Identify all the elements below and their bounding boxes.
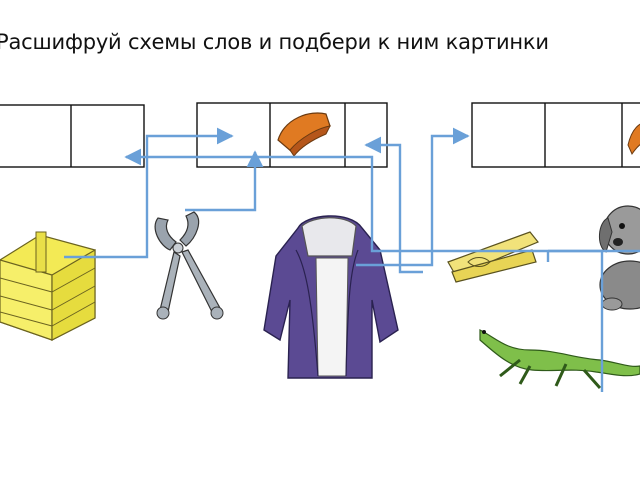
bread-hint-icon [627,123,640,156]
connector-line [185,150,264,212]
connector-line [364,136,423,274]
coat-picture[interactable] [263,215,399,379]
dog-picture[interactable] [599,205,640,311]
scheme-left[interactable] [0,104,145,168]
bread-hint-icon [277,112,331,157]
pincers-picture[interactable] [154,211,224,320]
scheme-right[interactable] [471,102,640,168]
lizard-picture[interactable] [479,329,640,389]
connector-lines [64,127,640,392]
connector-line [64,127,234,259]
clothespin-picture[interactable] [447,231,539,283]
connector-line [124,148,604,392]
box-picture[interactable] [0,231,96,341]
connector-line [356,127,470,267]
page-title: Расшифруй схемы слов и подбери к ним кар… [0,30,549,54]
